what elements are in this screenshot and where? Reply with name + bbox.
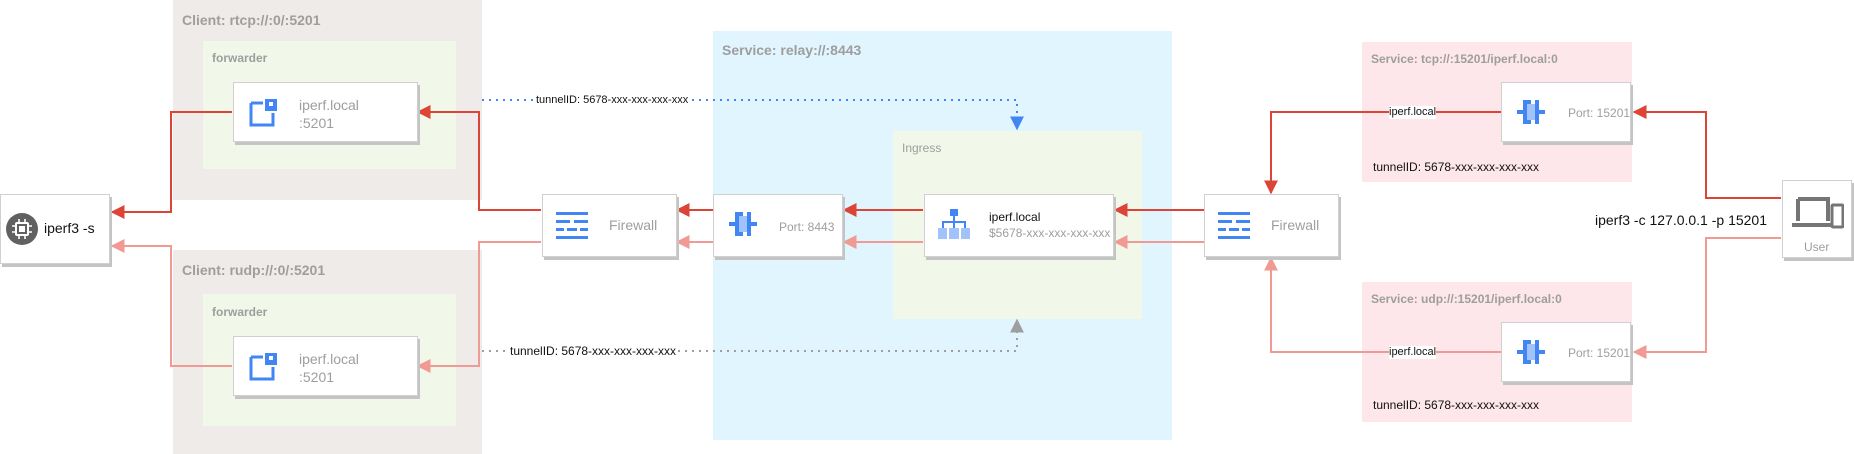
- ingress-line2: $5678-xxx-xxx-xxx-xxx: [989, 226, 1111, 240]
- tcp-host-label: iperf.local: [1389, 106, 1437, 119]
- forwarder-udp-line2: :5201: [299, 369, 335, 385]
- load-balancer-icon: [1517, 340, 1545, 364]
- forwarder-tcp-title: forwarder: [212, 51, 268, 65]
- edge-user-to-udp-port: [1632, 237, 1781, 359]
- load-balancer-icon: [1517, 100, 1545, 124]
- edge-firewall-to-forwarder-udp: [416, 241, 541, 373]
- client-rtcp-title: Client: rtcp://:0/:5201: [182, 12, 321, 28]
- service-udp-title: Service: udp://:15201/iperf.local:0: [1371, 292, 1562, 306]
- udp-port-label: Port: 15201: [1568, 346, 1631, 360]
- ingress-line2-wrap: $5678-xxx-xxx-xxx-xxx: [989, 225, 1110, 241]
- edge-forwarder-udp-to-iperf: [110, 239, 232, 367]
- forwarder-tcp-line1: iperf.local: [299, 97, 359, 113]
- user-command-label: iperf3 -c 127.0.0.1 -p 15201: [1595, 212, 1768, 228]
- edge-udp-port-to-firewall: [1264, 256, 1502, 353]
- service-tcp-tunnel: tunnelID: 5678-xxx-xxx-xxx-xxx: [1373, 160, 1540, 174]
- load-balancer-icon: [729, 212, 757, 236]
- tunnel-udp-label: tunnelID: 5678-xxx-xxx-xxx-xxx: [510, 344, 677, 358]
- firewall-left-node[interactable]: Firewall: [542, 194, 677, 257]
- ingress-line1: iperf.local: [989, 210, 1041, 224]
- iperf-server-label: iperf3 -s: [44, 220, 95, 236]
- user-node[interactable]: User: [1782, 180, 1852, 258]
- forwarder-tcp-node[interactable]: iperf.local :5201: [233, 82, 418, 142]
- firewall-right-node[interactable]: Firewall: [1204, 194, 1339, 257]
- edge-firewall-to-forwarder-tcp: [416, 105, 541, 211]
- service-tcp-title: Service: tcp://:15201/iperf.local:0: [1371, 52, 1558, 66]
- forwarder-icon: [249, 99, 277, 127]
- iperf-server-node[interactable]: iperf3 -s: [0, 194, 110, 264]
- network-hierarchy-icon: [938, 209, 970, 239]
- user-label: User: [1804, 240, 1830, 254]
- ingress-node[interactable]: iperf.local $5678-xxx-xxx-xxx-xxx: [924, 194, 1114, 257]
- forwarder-icon: [249, 353, 277, 381]
- service-udp-tunnel: tunnelID: 5678-xxx-xxx-xxx-xxx: [1373, 398, 1540, 412]
- firewall-left-label: Firewall: [609, 217, 658, 233]
- forwarder-udp-line1: iperf.local: [299, 351, 359, 367]
- firewall-icon: [556, 212, 588, 239]
- relay-port-node[interactable]: Port: 8443: [713, 194, 843, 257]
- relay-port-label: Port: 8443: [779, 220, 835, 234]
- edge-user-to-tcp-port: [1632, 105, 1781, 199]
- tcp-port-label: Port: 15201: [1568, 106, 1631, 120]
- forwarder-udp-node[interactable]: iperf.local :5201: [233, 336, 418, 396]
- client-rudp-title: Client: rudp://:0/:5201: [182, 262, 326, 278]
- firewall-right-label: Firewall: [1271, 217, 1320, 233]
- edge-tunnel-tcp: [482, 99, 1024, 131]
- udp-host-label: iperf.local: [1389, 346, 1437, 359]
- service-relay-title: Service: relay://:8443: [722, 42, 862, 58]
- chip-icon: [6, 213, 38, 245]
- forwarder-udp-title: forwarder: [212, 305, 268, 319]
- edge-forwarder-tcp-to-iperf: [110, 111, 232, 219]
- forwarder-tcp-line2: :5201: [299, 115, 335, 131]
- firewall-icon: [1218, 212, 1250, 239]
- tcp-port-node[interactable]: Port: 15201: [1501, 82, 1631, 142]
- udp-port-node[interactable]: Port: 15201: [1501, 322, 1631, 382]
- ingress-title: Ingress: [902, 141, 942, 155]
- edge-tcp-port-to-firewall: [1264, 111, 1502, 195]
- laptop-icon: [1792, 197, 1844, 229]
- tunnel-tcp-label: tunnelID: 5678-xxx-xxx-xxx-xxx: [536, 94, 689, 107]
